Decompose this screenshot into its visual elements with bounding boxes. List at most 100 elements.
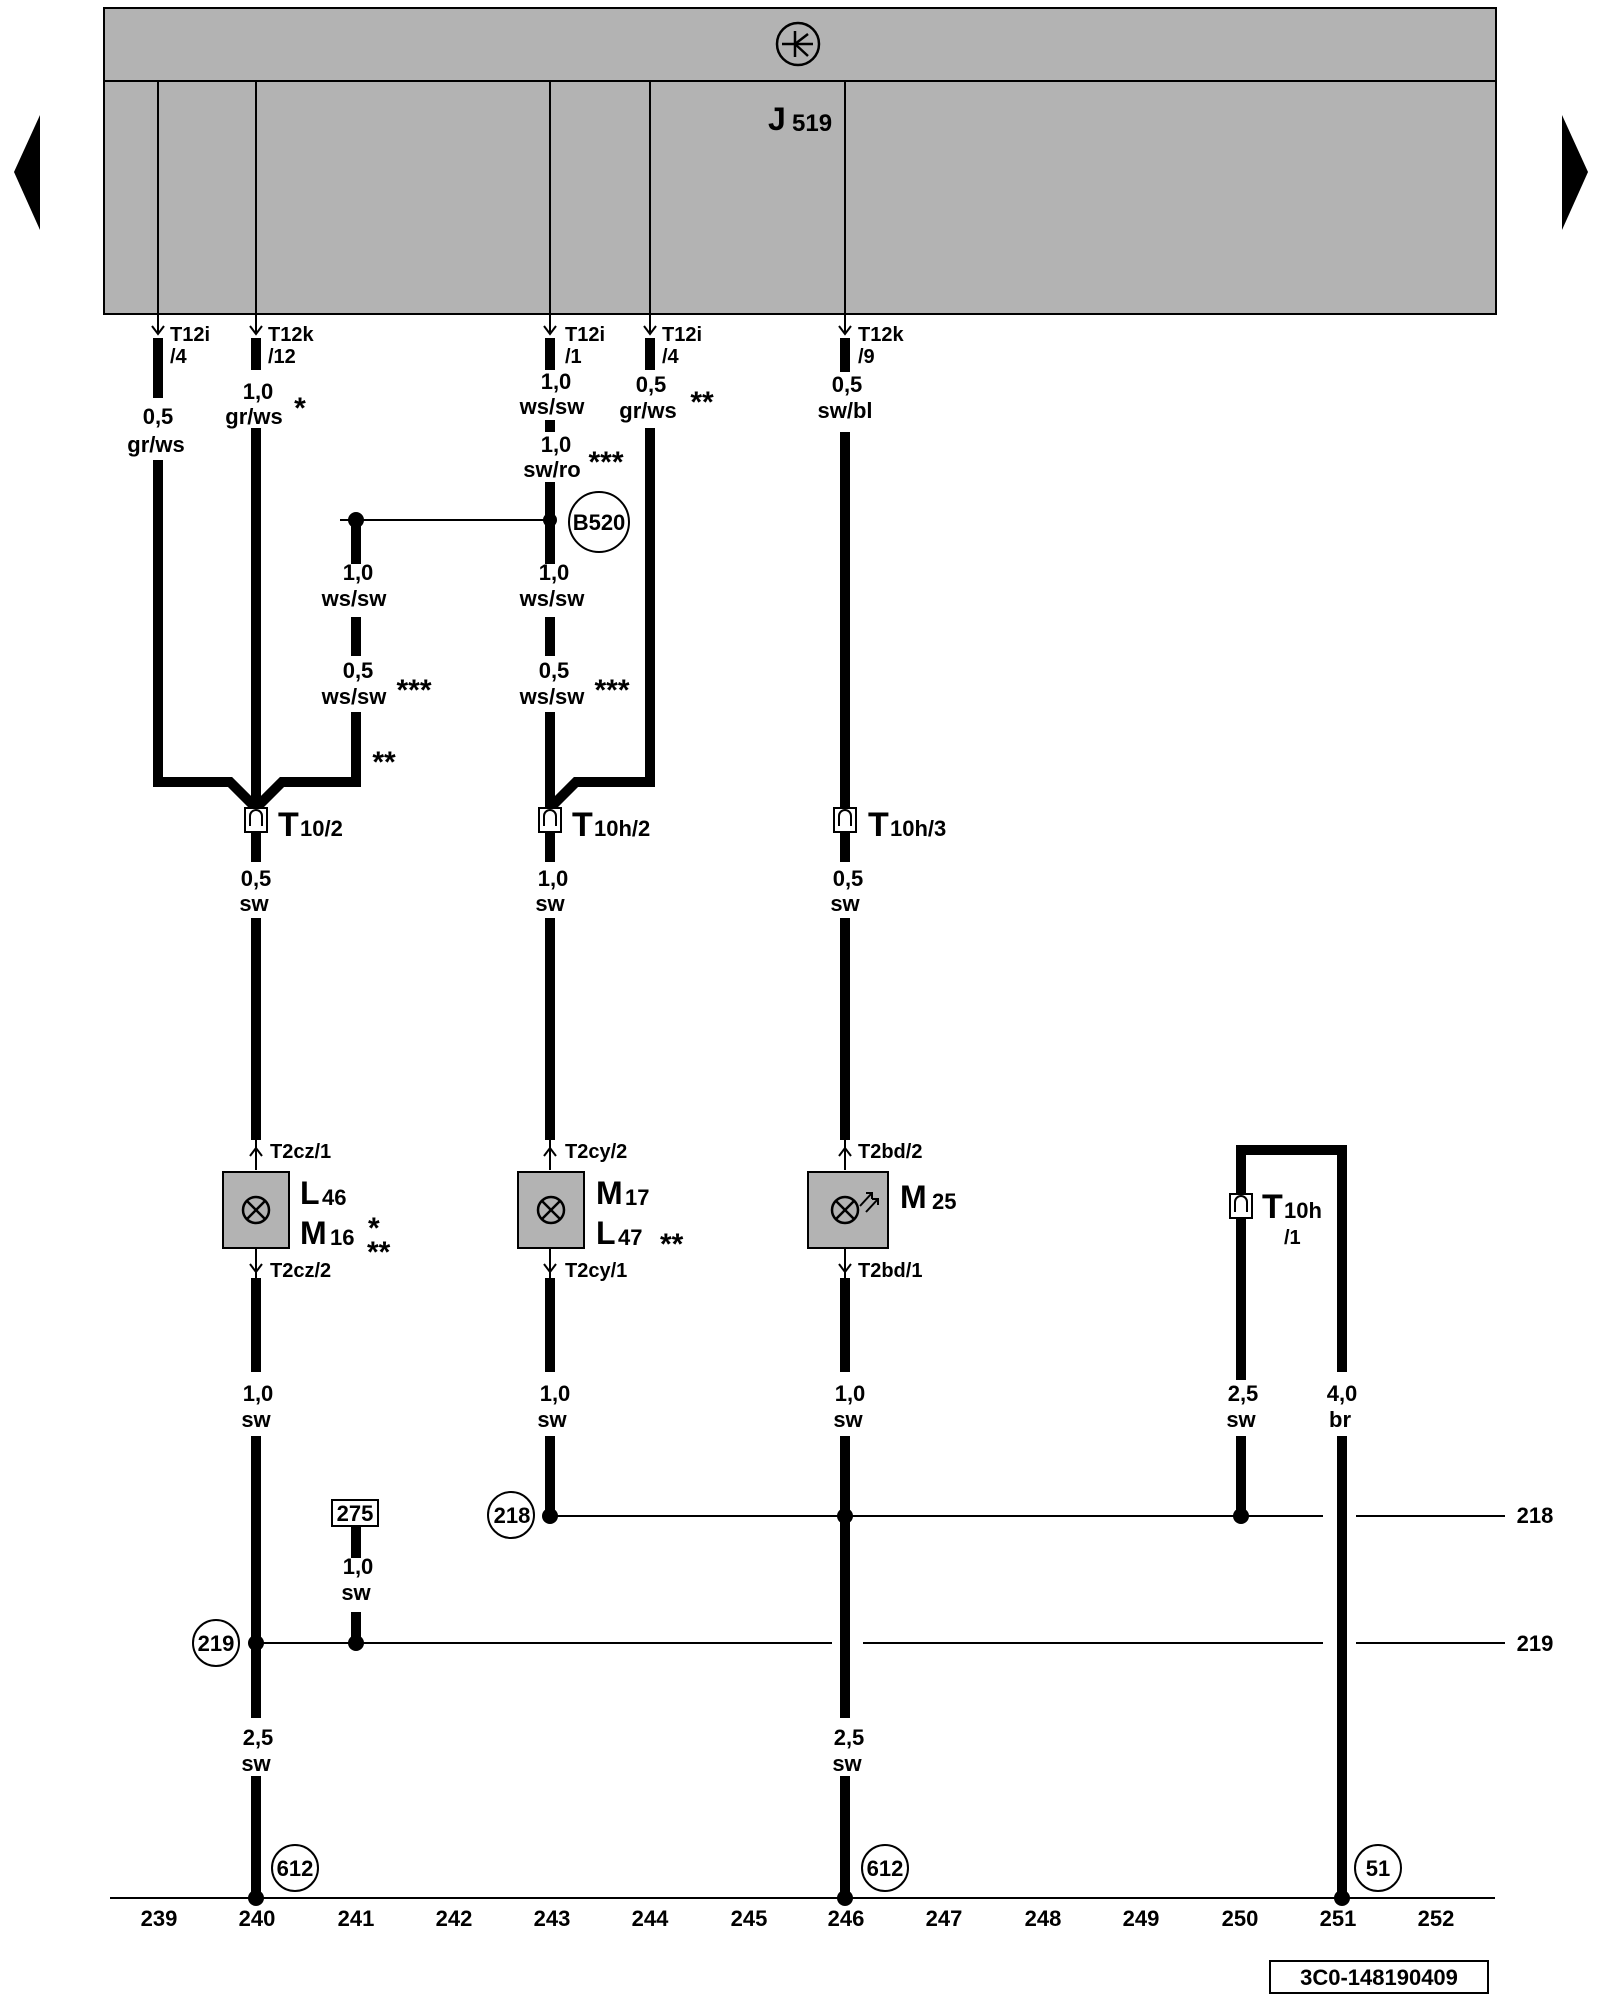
column-number: 251 — [1320, 1906, 1357, 1931]
wire-color: sw — [239, 891, 269, 916]
ground-label: 612 — [867, 1856, 904, 1881]
control-unit-label: J — [768, 101, 786, 137]
component-letter: M — [596, 1175, 623, 1211]
wire-size: 1,0 — [541, 369, 572, 394]
wire-color: ws/sw — [321, 586, 388, 611]
transistor-symbol-icon — [775, 21, 821, 67]
connector-main: T — [572, 806, 593, 844]
column-number: 247 — [926, 1906, 963, 1931]
thick-wires — [153, 338, 1347, 1898]
ground-points: 612 612 51 — [271, 1844, 1402, 1892]
pin-arrows — [151, 325, 852, 336]
wire-color: gr/ws — [127, 432, 184, 457]
wire-size: 1,0 — [539, 560, 570, 585]
connector-sub: 10h/3 — [890, 816, 946, 841]
control-unit-j519: J 519 — [103, 7, 1497, 315]
column-number: 241 — [338, 1906, 375, 1931]
wire-size: 0,5 — [636, 372, 667, 397]
wire-color: gr/ws — [225, 404, 282, 429]
column-number: 243 — [534, 1906, 571, 1931]
component-mark: ** — [367, 1236, 391, 1269]
next-page-arrow-icon[interactable] — [1562, 115, 1588, 230]
wire-size: 1,0 — [343, 560, 374, 585]
wire-color: ws/sw — [519, 394, 586, 419]
wire-color: sw/bl — [817, 398, 872, 423]
wire-size: 0,5 — [539, 658, 570, 683]
wire-size: 2,5 — [1228, 1381, 1259, 1406]
component-letter: M — [900, 1179, 927, 1215]
pin-label-a: T12i — [662, 324, 702, 346]
wire-mark: *** — [594, 674, 629, 707]
ground-label: 612 — [277, 1856, 314, 1881]
prev-page-arrow-icon[interactable] — [14, 115, 40, 230]
pin-label-b: /12 — [268, 346, 296, 368]
wire-color: sw/ro — [523, 457, 580, 482]
wire-color: ws/sw — [519, 586, 586, 611]
bus-label: 219 — [198, 1631, 235, 1656]
connector-sub: 10h/2 — [594, 816, 650, 841]
wire-mark: * — [294, 392, 306, 425]
wire-color: sw — [241, 1751, 271, 1776]
j519-pin-labels: T12i /4 T12k /12 T12i /1 T12i /4 T12k /9 — [170, 324, 904, 368]
pin-label-b: /1 — [565, 346, 582, 368]
component-pin-top: T2cz/1 — [270, 1141, 331, 1163]
component-pin-bottom: T2cy/1 — [565, 1260, 627, 1282]
connection-ref-label: 275 — [337, 1501, 374, 1526]
wire-color: ws/sw — [519, 684, 586, 709]
wire-size: 1,0 — [538, 866, 569, 891]
wire-size: 2,5 — [834, 1725, 865, 1750]
connector-sub: 10h — [1284, 1198, 1322, 1223]
connector-t10-2: T 10/2 — [244, 806, 343, 844]
connector-main: T — [278, 806, 299, 844]
component-pin-arrows — [249, 1140, 852, 1278]
pin-label-a: T12k — [268, 324, 314, 346]
component-pin-top: T2cy/2 — [565, 1141, 627, 1163]
connector-t10h-3: T 10h/3 — [833, 806, 946, 844]
pin-label-b: /4 — [170, 346, 188, 368]
bus-219-marker: 219 219 — [192, 1619, 1554, 1667]
pin-label-a: T12k — [858, 324, 904, 346]
bus-218-marker: 218 218 — [487, 1491, 1554, 1539]
column-numbers: 239 240 241 242 243 244 245 246 247 248 … — [141, 1906, 1455, 1931]
column-number: 242 — [436, 1906, 473, 1931]
component-pin-bottom: T2bd/1 — [858, 1260, 922, 1282]
bus-label: 218 — [1517, 1503, 1554, 1528]
connector-main: T — [868, 806, 889, 844]
wire-size: 1,0 — [835, 1381, 866, 1406]
wire-size: 2,5 — [243, 1725, 274, 1750]
column-number: 245 — [731, 1906, 768, 1931]
component-sub: 25 — [932, 1189, 956, 1214]
component-letter: L — [596, 1215, 616, 1251]
bulb-icon — [536, 1195, 566, 1225]
column-number: 240 — [239, 1906, 276, 1931]
bus-label: 218 — [494, 1503, 531, 1528]
wire-size: 1,0 — [343, 1554, 374, 1579]
wire-mark: *** — [396, 674, 431, 707]
wire-color: sw — [341, 1580, 371, 1605]
bulb-icon — [830, 1195, 860, 1225]
connector-t10h-1: T 10h /1 — [1229, 1188, 1322, 1249]
component-sub: 16 — [330, 1225, 354, 1250]
junction-dots — [248, 512, 1350, 1906]
column-number: 239 — [141, 1906, 178, 1931]
wire-size: 1,0 — [540, 1381, 571, 1406]
wire-color: sw — [535, 891, 565, 916]
connector-main: T — [1262, 1188, 1283, 1226]
wire-size: 0,5 — [143, 404, 174, 429]
component-sub: 46 — [322, 1185, 346, 1210]
wire-labels: 0,5 gr/ws 1,0 gr/ws * 1,0 ws/sw 1,0 sw/r… — [127, 369, 1357, 1776]
wire-size: 0,5 — [833, 866, 864, 891]
wire-size: 1,0 — [541, 432, 572, 457]
wire-size: 0,5 — [832, 372, 863, 397]
wire-color: sw — [537, 1407, 567, 1432]
component-l46-m16: T2cz/1 L 46 M 16 * ** T2cz/2 — [222, 1141, 391, 1282]
component-mark: ** — [660, 1228, 684, 1261]
bus-label: 219 — [1517, 1631, 1554, 1656]
connector-pin: /1 — [1284, 1227, 1301, 1249]
wire-color: br — [1329, 1407, 1351, 1432]
control-unit-sub: 519 — [792, 110, 832, 137]
column-number: 248 — [1025, 1906, 1062, 1931]
component-sub: 47 — [618, 1225, 642, 1250]
internal-leads — [157, 81, 846, 332]
column-number: 252 — [1418, 1906, 1455, 1931]
